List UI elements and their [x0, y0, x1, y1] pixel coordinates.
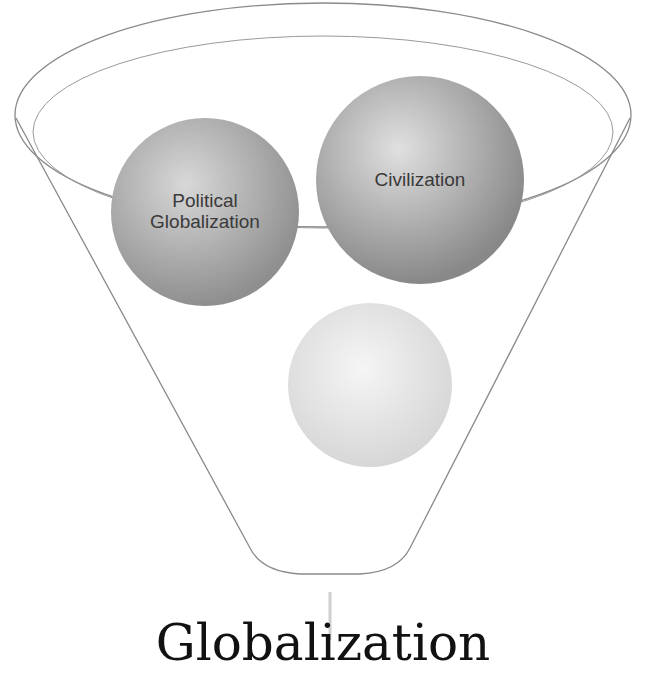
sphere-label: Civilization — [375, 170, 466, 191]
sphere-fill — [316, 76, 524, 284]
sphere — [288, 303, 452, 467]
sphere-node: Civilization — [315, 75, 525, 285]
sphere-node: Political Globalization — [110, 117, 300, 307]
sphere-label: Political Globalization — [130, 191, 280, 233]
sphere-fill — [111, 118, 299, 306]
diagram-caption: Globalization — [0, 614, 646, 672]
